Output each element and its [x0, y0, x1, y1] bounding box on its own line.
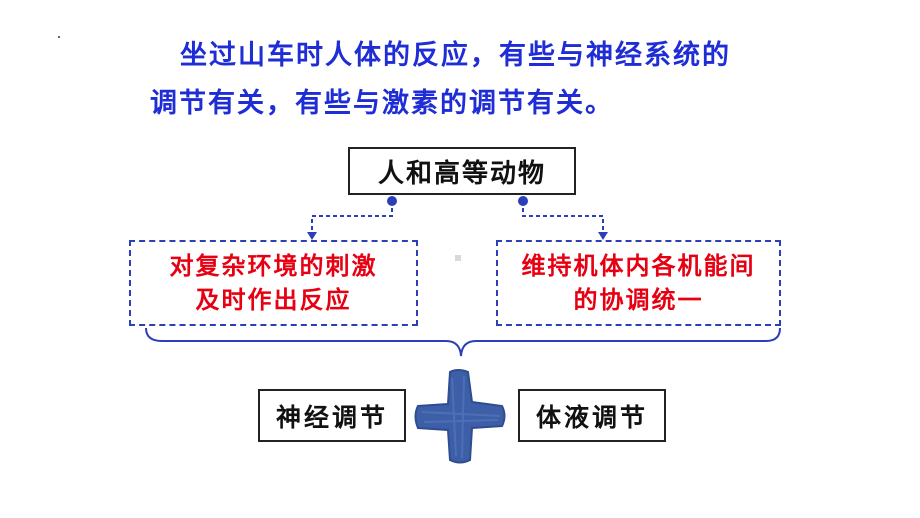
nerve-regulation-box: 神经调节 [258, 389, 406, 442]
center-marker [455, 255, 461, 261]
right-function-line-2: 的协调统一 [573, 286, 704, 314]
top-box-humans-animals: 人和高等动物 [348, 147, 576, 195]
fluid-regulation-box: 体液调节 [518, 389, 666, 442]
curly-brace [145, 327, 781, 357]
right-function-line-1: 维持机体内各机能间 [521, 252, 756, 280]
plus-icon [414, 369, 506, 464]
left-arrow-head [307, 232, 317, 240]
right-arrow-head [598, 232, 608, 240]
intro-line-1: 坐过山车时人体的反应，有些与神经系统的 [180, 40, 731, 71]
right-function-box: 维持机体内各机能间 的协调统一 [496, 240, 781, 326]
left-function-line-1: 对复杂环境的刺激 [169, 252, 378, 280]
left-connector [311, 201, 393, 238]
corner-mark [58, 36, 60, 38]
left-function-line-2: 及时作出反应 [195, 286, 352, 314]
left-function-box: 对复杂环境的刺激 及时作出反应 [129, 240, 418, 326]
intro-text: 坐过山车时人体的反应，有些与神经系统的 调节有关，有些与激素的调节有关。 [150, 32, 830, 128]
right-connector [522, 201, 604, 238]
intro-line-2: 调节有关，有些与激素的调节有关。 [150, 88, 614, 119]
